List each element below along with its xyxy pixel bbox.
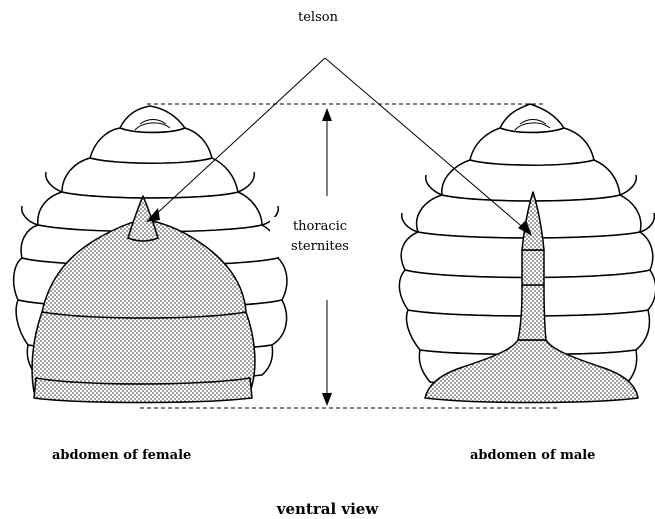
arrowhead-down [322, 393, 332, 406]
female-sternite-2 [90, 128, 212, 163]
ventral-view-caption: ventral view [0, 500, 655, 518]
arrowhead-up [322, 108, 332, 121]
male-abdomen-shaft [518, 285, 546, 340]
male-sternite-1 [500, 104, 564, 133]
thoracic-sternites-label-line2: sternites [270, 237, 370, 257]
female-sternite-3 [62, 158, 238, 198]
thoracic-sternites-label: thoracic sternites [270, 217, 370, 257]
female-abdomen-caption: abdomen of female [52, 448, 191, 463]
telson-label: telson [298, 10, 338, 25]
male-abdomen-segment [522, 250, 544, 285]
male-abdomen-caption: abdomen of male [470, 448, 595, 463]
male-sternite-2 [470, 128, 594, 165]
thoracic-sternites-label-line1: thoracic [270, 217, 370, 237]
